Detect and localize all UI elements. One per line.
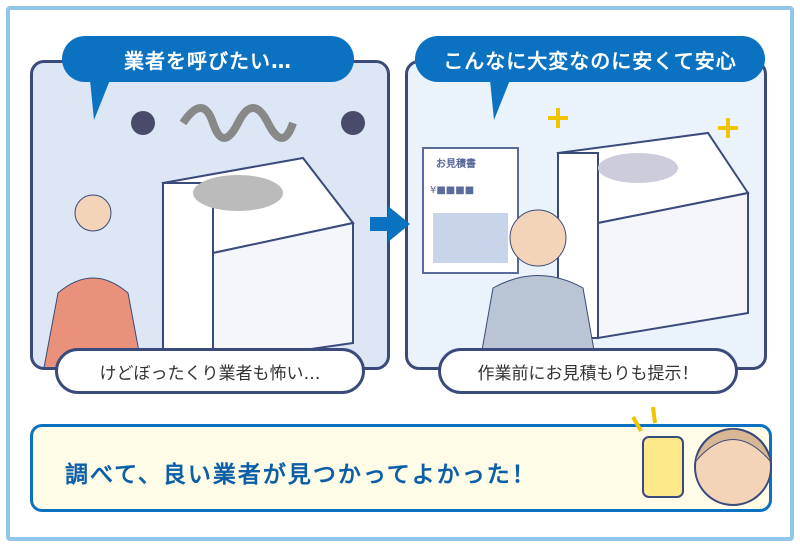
smell-icon (179, 104, 297, 142)
speech-bubble-right: こんなに大変なのに安くて安心 (415, 36, 765, 82)
arrow-right-icon (370, 206, 410, 242)
germ-icon (131, 111, 155, 135)
panel-dirty-washer (30, 60, 390, 370)
clean-washer-scene (422, 108, 750, 367)
estimate-title: お見積書 (436, 159, 476, 170)
conclusion-box: 調べて、良い業者が見つかってよかった！ (30, 407, 772, 512)
speech-tail (490, 80, 510, 120)
speech-bubble-left: 業者を呼びたい… (62, 36, 354, 82)
caption-left: けどぼったくり業者も怖い… (55, 348, 365, 394)
happy-woman-with-phone (631, 407, 772, 506)
sparkle-icon (548, 108, 738, 138)
caption-right: 作業前にお見積もりも提示！ (438, 348, 738, 394)
speech-tail (90, 80, 110, 120)
conclusion-text: 調べて、良い業者が見つかってよかった！ (65, 462, 537, 488)
panel-honest-worker: お見積書 ¥■■■■ (405, 60, 767, 370)
dirty-washer-scene (43, 104, 365, 367)
phone-icon (642, 436, 684, 498)
germ-icon (341, 111, 365, 135)
estimate-amount: ¥■■■■ (430, 185, 475, 196)
